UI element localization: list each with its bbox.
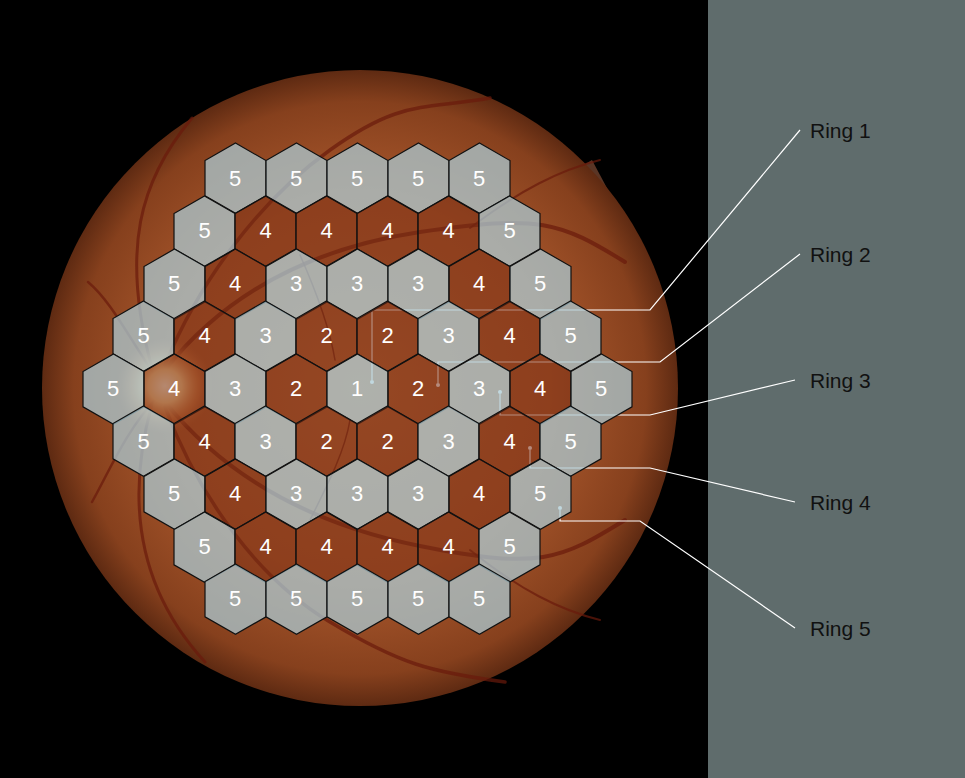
ring-number: 5 xyxy=(290,168,302,190)
ring-number: 5 xyxy=(412,588,424,610)
ring-label: Ring 5 xyxy=(810,618,871,639)
ring-number: 5 xyxy=(534,273,546,295)
ring-number: 3 xyxy=(259,325,271,347)
ring-number: 4 xyxy=(168,378,180,400)
ring-number: 3 xyxy=(442,431,454,453)
ring-number: 2 xyxy=(290,378,302,400)
ring-number: 5 xyxy=(198,220,210,242)
ring-number: 5 xyxy=(534,483,546,505)
ring-number: 2 xyxy=(320,431,332,453)
leader-line xyxy=(372,130,800,380)
ring-number: 5 xyxy=(564,431,576,453)
ring-number: 3 xyxy=(442,325,454,347)
ring-cell: 5 xyxy=(205,564,266,634)
ring-number: 5 xyxy=(137,325,149,347)
ring-number: 5 xyxy=(473,588,485,610)
ring-number: 3 xyxy=(351,483,363,505)
ring-number: 5 xyxy=(137,431,149,453)
ring-number: 4 xyxy=(259,220,271,242)
ring-number: 5 xyxy=(290,588,302,610)
ring-number: 4 xyxy=(473,273,485,295)
ring-number: 4 xyxy=(503,431,515,453)
ring-number: 4 xyxy=(229,483,241,505)
ring-number: 3 xyxy=(473,378,485,400)
ring-label: Ring 3 xyxy=(810,370,871,391)
ring-number: 4 xyxy=(381,536,393,558)
ring-number: 3 xyxy=(412,273,424,295)
ring-cell: 5 xyxy=(266,564,327,634)
ring-number: 3 xyxy=(412,483,424,505)
ring-number: 4 xyxy=(503,325,515,347)
ring-cell: 5 xyxy=(327,564,388,634)
ring-number: 4 xyxy=(198,431,210,453)
ring-number: 3 xyxy=(229,378,241,400)
ring-number: 5 xyxy=(229,588,241,610)
ring-number: 4 xyxy=(473,483,485,505)
ring-number: 5 xyxy=(168,483,180,505)
ring-number: 5 xyxy=(351,168,363,190)
ring-label: Ring 2 xyxy=(810,244,871,265)
ring-number: 3 xyxy=(259,431,271,453)
ring-number: 4 xyxy=(198,325,210,347)
ring-cell: 5 xyxy=(449,564,510,634)
ring-number: 4 xyxy=(381,220,393,242)
ring-number: 2 xyxy=(412,378,424,400)
ring-number: 1 xyxy=(351,378,363,400)
ring-number: 5 xyxy=(412,168,424,190)
ring-number: 5 xyxy=(198,536,210,558)
ring-number: 2 xyxy=(381,325,393,347)
ring-number: 4 xyxy=(534,378,546,400)
ring-number: 4 xyxy=(442,220,454,242)
ring-number: 4 xyxy=(320,536,332,558)
leader-line xyxy=(560,510,795,628)
ring-number: 2 xyxy=(381,431,393,453)
ring-number: 5 xyxy=(168,273,180,295)
ring-number: 5 xyxy=(564,325,576,347)
ring-number: 4 xyxy=(229,273,241,295)
ring-number: 5 xyxy=(595,378,607,400)
ring-number: 4 xyxy=(259,536,271,558)
ring-label: Ring 4 xyxy=(810,492,871,513)
ring-label: Ring 1 xyxy=(810,120,871,141)
ring-cell: 5 xyxy=(388,564,449,634)
ring-number: 5 xyxy=(503,220,515,242)
ring-number: 5 xyxy=(473,168,485,190)
ring-number: 5 xyxy=(351,588,363,610)
ring-number: 5 xyxy=(503,536,515,558)
ring-number: 3 xyxy=(290,483,302,505)
ring-number: 3 xyxy=(351,273,363,295)
ring-number: 5 xyxy=(229,168,241,190)
ring-number: 3 xyxy=(290,273,302,295)
ring-number: 4 xyxy=(320,220,332,242)
ring-number: 2 xyxy=(320,325,332,347)
ring-number: 5 xyxy=(107,378,119,400)
ring-number: 4 xyxy=(442,536,454,558)
